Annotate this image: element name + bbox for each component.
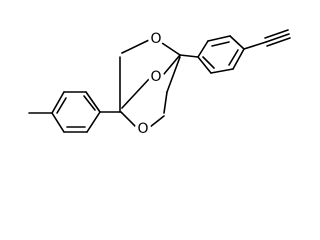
bond <box>229 35 245 50</box>
bond <box>197 40 209 58</box>
structure-canvas: O O O <box>28 29 291 137</box>
bond <box>121 78 150 109</box>
bond <box>228 49 239 66</box>
bond-layer <box>28 29 291 133</box>
bond <box>265 33 290 43</box>
bond <box>161 42 181 56</box>
atom-label-o-top: O <box>150 31 161 47</box>
atom-label-o-middle: O <box>150 69 161 85</box>
bond <box>86 111 101 133</box>
oxygen-atom-bottom: O <box>135 120 151 137</box>
bond <box>166 56 181 93</box>
molecule-drawing: O O O <box>28 29 291 137</box>
bond <box>211 41 230 47</box>
bond <box>179 54 199 58</box>
bond <box>207 35 231 42</box>
bond <box>51 91 65 114</box>
bond <box>85 91 101 113</box>
bond <box>210 68 234 74</box>
bond <box>149 115 165 128</box>
atom-layer: O O O <box>135 30 164 137</box>
bond <box>120 111 137 128</box>
bond <box>83 95 96 111</box>
bond <box>197 56 212 74</box>
bond <box>232 48 245 70</box>
oxygen-atom-top: O <box>148 30 164 47</box>
oxygen-atom-middle: O <box>148 68 164 85</box>
bond <box>266 37 291 47</box>
bond <box>202 56 215 69</box>
bond <box>163 54 181 75</box>
bond <box>121 39 150 54</box>
bond <box>51 112 65 133</box>
bond <box>264 29 289 39</box>
bond <box>56 97 67 114</box>
bond <box>163 91 168 114</box>
atom-label-o-bottom: O <box>137 121 148 137</box>
bond <box>243 41 267 50</box>
